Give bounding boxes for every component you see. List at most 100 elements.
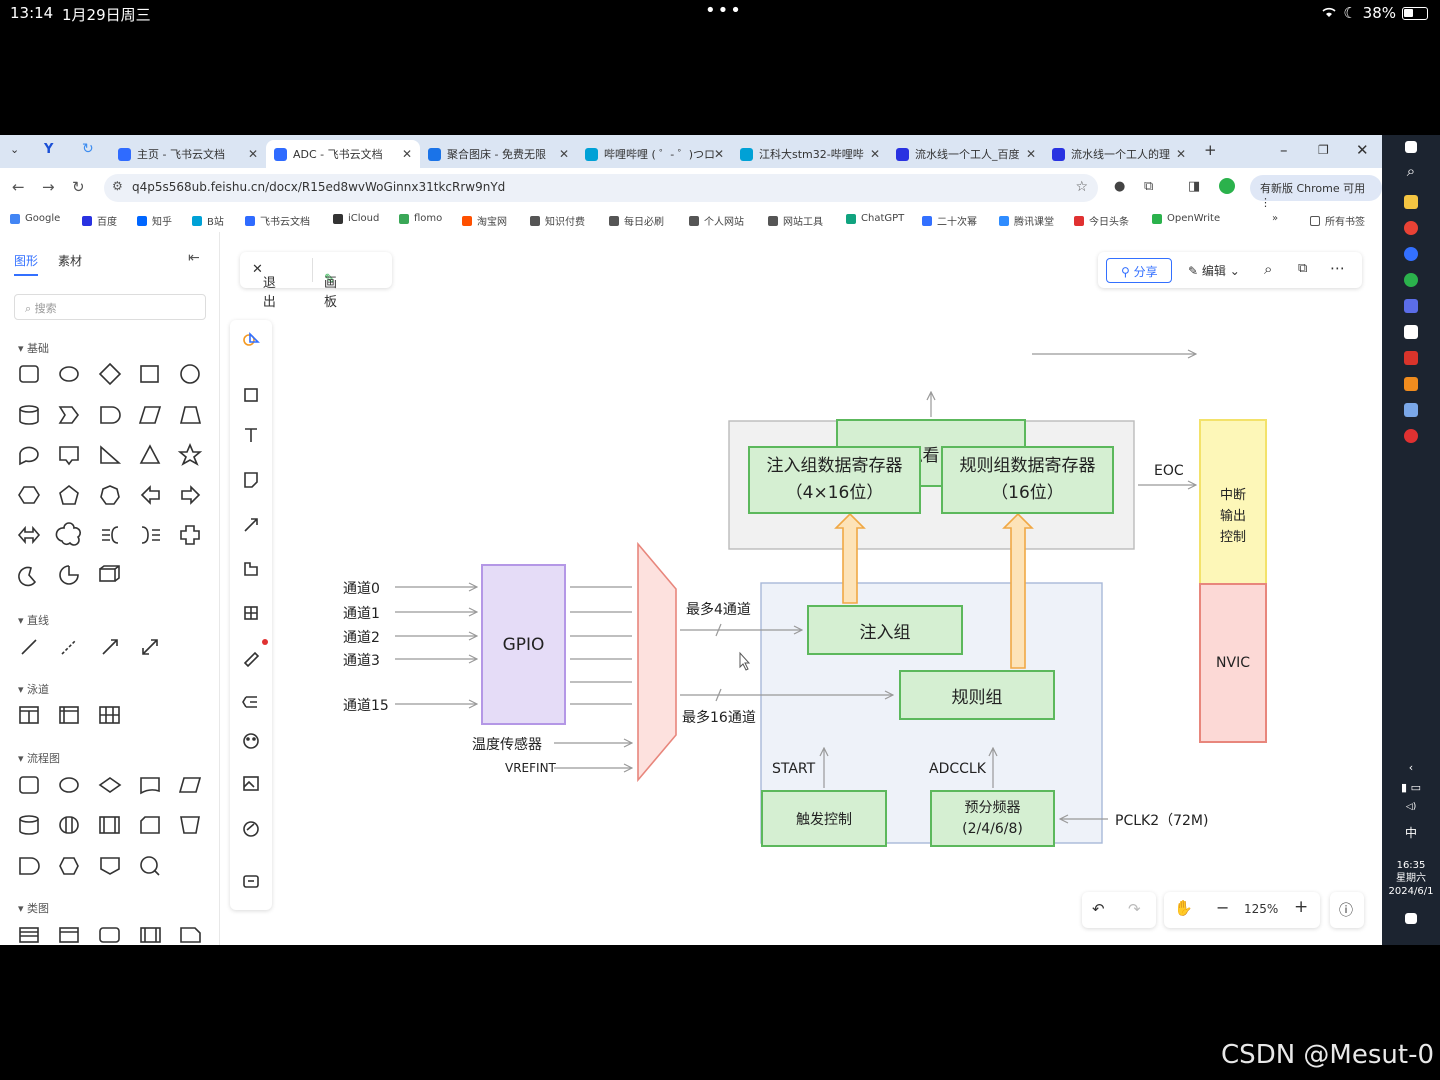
browser-tab[interactable]: 主页 - 飞书云文档✕ <box>110 140 266 168</box>
chrome-update-button[interactable]: 有新版 Chrome 可用 ⋮ <box>1250 175 1382 209</box>
bookmark-item[interactable]: 淘宝网 <box>462 213 507 228</box>
zoom-level[interactable]: 125% <box>1244 902 1279 916</box>
tab-close-icon[interactable]: ✕ <box>247 147 258 161</box>
browser-tab[interactable]: 流水线一个工人的理✕ <box>1044 140 1194 168</box>
all-bookmarks[interactable]: 所有书签 <box>1310 213 1365 228</box>
section-lines[interactable]: ▾ 直线 <box>18 614 50 627</box>
tab-close-icon[interactable]: ✕ <box>1175 147 1186 161</box>
trigger-control-box[interactable]: 触发控制 <box>761 790 887 847</box>
clock-time[interactable]: 16:35 <box>1396 860 1426 871</box>
wps-icon[interactable] <box>1404 351 1418 365</box>
bookmark-item[interactable]: Google <box>10 213 60 224</box>
site-info-icon[interactable]: ⚙ <box>112 179 123 193</box>
browser-tab[interactable]: 聚合图床 - 免费无限✕ <box>420 140 577 168</box>
tab-close-icon[interactable]: ✕ <box>558 147 569 161</box>
section-basic[interactable]: ▾ 基础 <box>18 342 50 355</box>
profile-avatar[interactable] <box>1219 178 1235 194</box>
taskbar-search-icon[interactable]: ⌕ <box>1406 162 1416 180</box>
copy-link-icon[interactable]: ⧉ <box>1298 261 1308 276</box>
side-panel-icon[interactable]: ◨ <box>1188 179 1201 194</box>
bookmark-item[interactable]: 网站工具 <box>768 213 823 228</box>
todo-app-icon[interactable] <box>1404 247 1418 261</box>
app-icon-orange[interactable] <box>1404 377 1418 391</box>
url-omnibox[interactable]: ⚙ q4p5s568ub.feishu.cn/docx/R15ed8wvWoGi… <box>104 174 1098 202</box>
typora-icon[interactable] <box>1404 325 1418 339</box>
browser-tab[interactable]: 江科大stm32-哔哩哔✕ <box>732 140 888 168</box>
new-tab-icon[interactable]: + <box>1204 141 1217 159</box>
restore-icon[interactable]: ❐ <box>1318 143 1329 157</box>
bookmark-item[interactable]: OpenWrite <box>1152 213 1220 224</box>
extensions-icon[interactable]: ⧉ <box>1144 179 1154 194</box>
edit-mode-dropdown[interactable]: ✎ 编辑 ⌄ <box>1188 264 1240 278</box>
bookmark-item[interactable]: B站 <box>192 213 224 228</box>
bookmark-item[interactable]: flomo <box>399 213 442 224</box>
tray-expand-icon[interactable]: ‹ <box>1408 761 1414 774</box>
bookmark-item[interactable]: 今日头条 <box>1074 213 1129 228</box>
more-icon[interactable]: ⋯ <box>1330 259 1345 277</box>
refresh-extension-icon[interactable]: ↻ <box>82 141 94 157</box>
forward-icon[interactable]: → <box>42 178 55 196</box>
interrupt-output-control-box[interactable]: 中断输出控制 <box>1199 419 1267 614</box>
minimize-icon[interactable]: – <box>1280 141 1288 159</box>
browser-tab[interactable]: ADC - 飞书云文档✕ <box>266 140 420 168</box>
gpio-box[interactable]: GPIO <box>481 564 566 725</box>
bookmark-item[interactable]: iCloud <box>333 213 379 224</box>
windows-start-icon[interactable] <box>1405 141 1417 153</box>
section-class-diagram[interactable]: ▾ 类图 <box>18 902 50 915</box>
shape-icons[interactable] <box>0 232 220 945</box>
chrome-taskbar-icon[interactable] <box>1404 221 1418 235</box>
exit-button[interactable]: ✕ 退出 <box>252 262 276 310</box>
share-button[interactable]: ⚲ 分享 <box>1106 258 1172 283</box>
bookmark-item[interactable]: ChatGPT <box>846 213 904 224</box>
close-window-icon[interactable]: ✕ <box>1356 141 1369 159</box>
notes-app-icon[interactable] <box>1404 403 1418 417</box>
bookmark-item[interactable]: 知乎 <box>137 213 172 228</box>
browser-tab[interactable]: 流水线一个工人_百度✕ <box>888 140 1044 168</box>
notification-icon[interactable] <box>1405 913 1417 924</box>
reload-icon[interactable]: ↻ <box>72 178 85 196</box>
tab-shapes[interactable]: 图形 <box>14 254 39 268</box>
bookmark-star-icon[interactable]: ☆ <box>1075 179 1088 195</box>
vpn-extension-icon[interactable]: Y <box>44 142 54 157</box>
multitask-dots-icon[interactable]: ••• <box>705 0 743 21</box>
injected-data-register-box[interactable]: 注入组数据寄存器（4×16位） <box>748 446 921 514</box>
prescaler-box[interactable]: 预分频器(2/4/6/8) <box>930 790 1055 847</box>
ime-indicator[interactable]: 中 <box>1404 826 1417 840</box>
zoom-in-icon[interactable]: + <box>1294 897 1309 917</box>
tray-icons[interactable]: ▮ ▭ <box>1401 781 1421 794</box>
nvic-box[interactable]: NVIC <box>1199 583 1267 743</box>
injected-group-box[interactable]: 注入组 <box>807 605 963 655</box>
app-icon-purple[interactable] <box>1404 299 1418 313</box>
wechat-icon[interactable] <box>1404 273 1418 287</box>
section-flowchart[interactable]: ▾ 流程图 <box>18 752 61 765</box>
section-swimlane[interactable]: ▾ 泳道 <box>18 683 50 696</box>
help-icon[interactable]: ⓘ <box>1339 903 1353 919</box>
shape-search-input[interactable]: ⌕ 搜索 <box>14 294 206 320</box>
bookmark-item[interactable]: 百度 <box>82 213 117 228</box>
bookmark-item[interactable]: 个人网站 <box>689 213 744 228</box>
more-bookmarks-icon[interactable]: » <box>1272 213 1279 224</box>
regular-group-box[interactable]: 规则组 <box>899 670 1055 720</box>
bookmark-item[interactable]: 每日必刷 <box>609 213 664 228</box>
bookmark-item[interactable]: 腾讯课堂 <box>999 213 1054 228</box>
drawing-tool-icons[interactable] <box>230 320 272 910</box>
tab-close-icon[interactable]: ✕ <box>713 147 724 161</box>
tab-materials[interactable]: 素材 <box>58 254 83 268</box>
zoom-out-icon[interactable]: − <box>1216 898 1230 917</box>
browser-tab[interactable]: 哔哩哔哩 ( ゜- ゜)つロ✕ <box>577 140 732 168</box>
tab-search-icon[interactable]: ⌄ <box>10 143 20 156</box>
undo-icon[interactable]: ↶ <box>1092 900 1105 918</box>
file-explorer-icon[interactable] <box>1404 195 1418 209</box>
collapse-panel-icon[interactable]: ⇤ <box>188 250 200 266</box>
redo-icon[interactable]: ↷ <box>1128 900 1141 918</box>
recorder-icon[interactable] <box>1404 429 1418 443</box>
evernote-extension-icon[interactable]: ● <box>1114 179 1126 194</box>
bookmark-item[interactable]: 知识付费 <box>530 213 585 228</box>
bookmark-item[interactable]: 二十次幂 <box>922 213 977 228</box>
regular-data-register-box[interactable]: 规则组数据寄存器（16位） <box>941 446 1114 514</box>
tab-close-icon[interactable]: ✕ <box>869 147 880 161</box>
tab-close-icon[interactable]: ✕ <box>401 147 412 161</box>
bookmark-item[interactable]: 飞书云文档 <box>245 213 310 228</box>
back-icon[interactable]: ← <box>12 178 25 196</box>
hand-tool-icon[interactable]: ✋ <box>1174 899 1193 917</box>
